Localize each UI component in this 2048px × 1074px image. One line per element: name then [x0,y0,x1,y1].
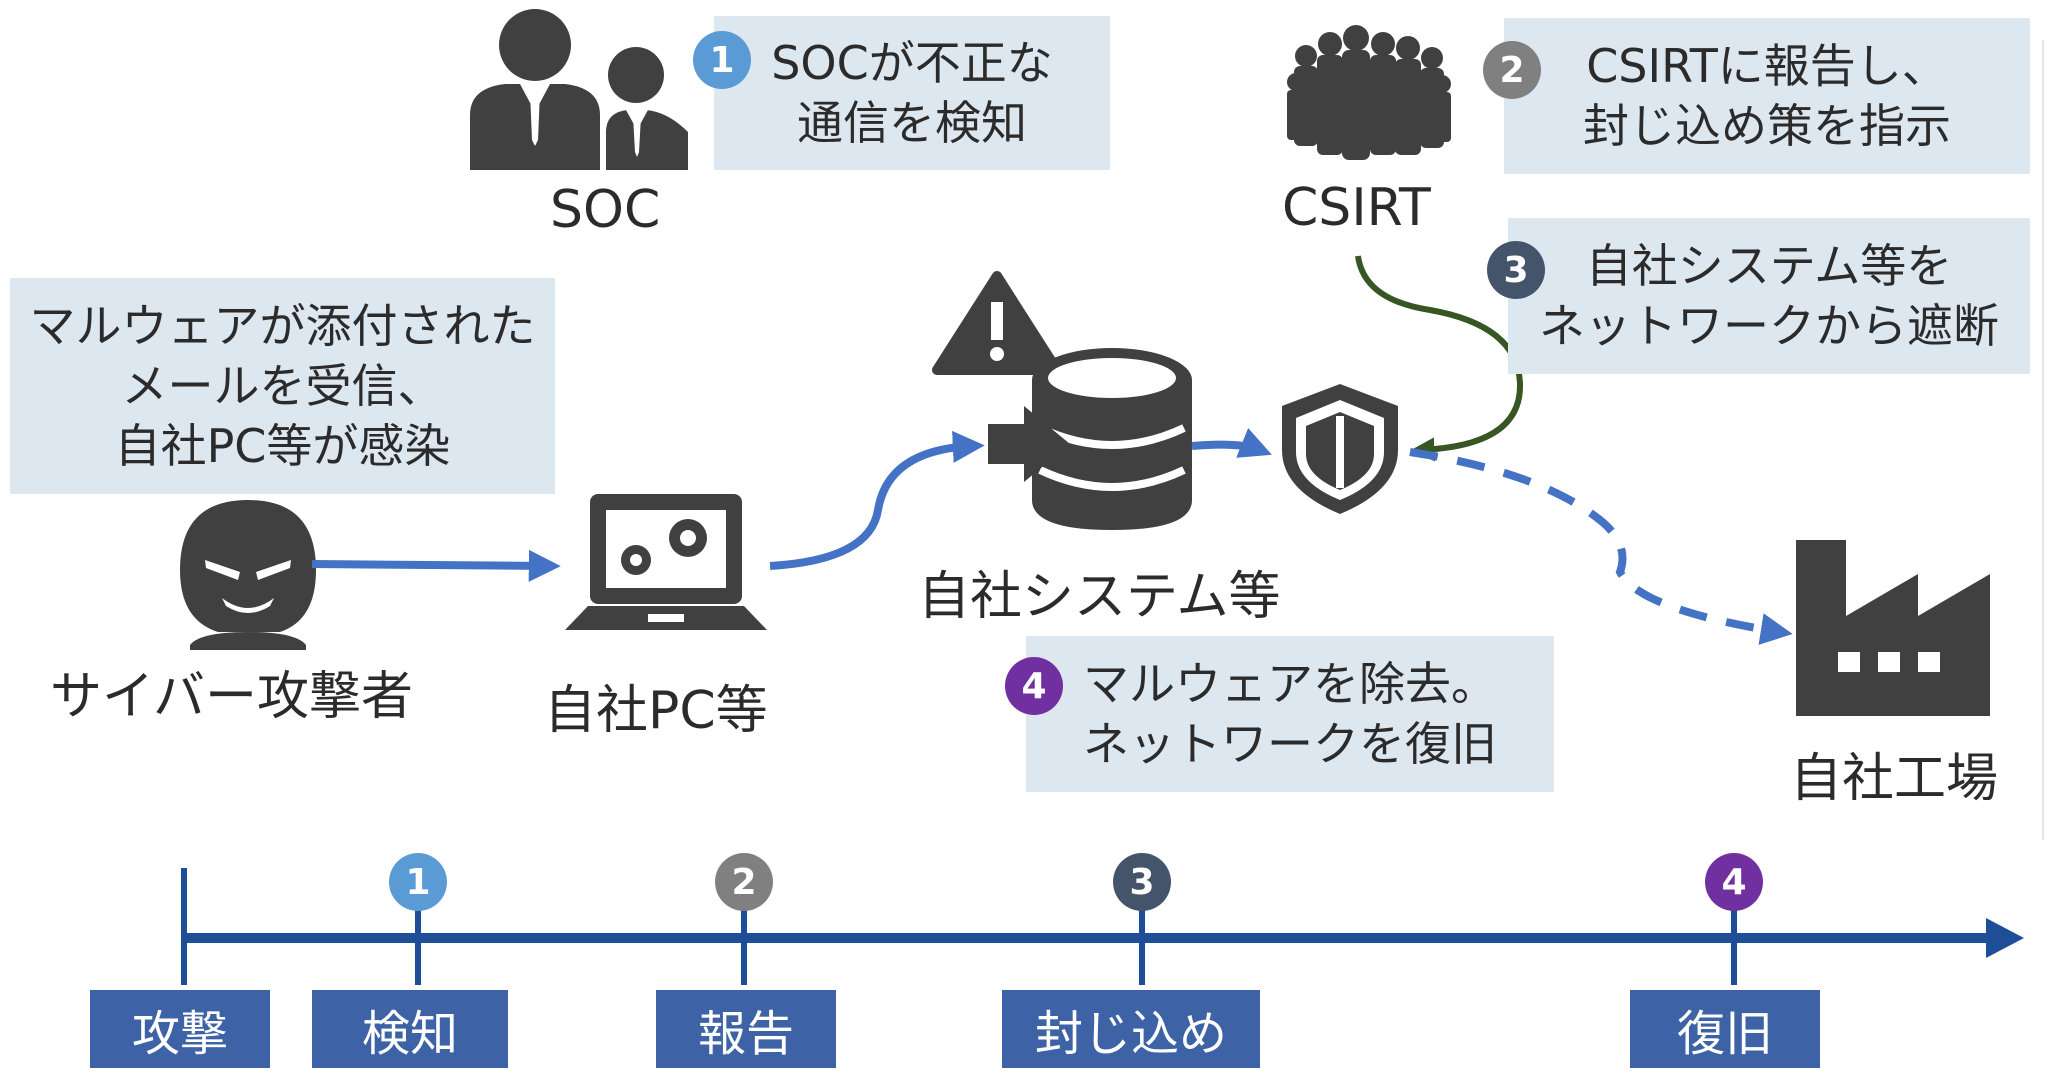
timeline-arrowhead [1986,918,2024,958]
step-1-badge: 1 [692,30,752,90]
pc-to-system-arrow [769,430,985,570]
factory-icon [1796,540,1990,716]
laptop-icon [565,494,767,630]
timeline-badge-1: 1 [388,852,448,912]
pc-label: 自社PC等 [544,681,768,741]
factory-label: 自社工場 [1790,749,1999,809]
timeline-label-recover: 復旧 [1630,990,1820,1068]
csirt-group-icon [1287,25,1451,160]
attack-description-box: マルウェアが添付された メールを受信、 自社PC等が感染 [10,278,555,494]
timeline-badge-4-number: 4 [1721,862,1746,903]
system-to-shield-arrow [1191,428,1272,458]
shield-to-factory-arrow [1409,448,1793,645]
right-edge-divider [2042,40,2044,840]
step-4-box: マルウェアを除去。 ネットワークを復旧 [1026,636,1554,792]
step-2-text: CSIRTに報告し、 封じ込め策を指示 [1583,39,1951,153]
timeline-badge-1-number: 1 [405,862,430,903]
attack-description-text: マルウェアが添付された メールを受信、 自社PC等が感染 [29,299,536,473]
timeline [181,868,2024,985]
timeline-badge-4: 4 [1704,852,1764,912]
step-2-badge-number: 2 [1499,50,1524,91]
step-2-badge: 2 [1482,40,1542,100]
timeline-badge-2: 2 [714,852,774,912]
timeline-badge-3: 3 [1112,852,1172,912]
system-label: 自社システム等 [918,567,1281,627]
timeline-badge-3-number: 3 [1129,862,1154,903]
csirt-label: CSIRT [1282,178,1431,238]
step-2-box: CSIRTに報告し、 封じ込め策を指示 [1504,18,2030,174]
csirt-to-shield-arrow [1355,255,1524,462]
gear-icon [621,519,707,575]
timeline-label-contain: 封じ込め [1002,990,1260,1068]
step-4-badge: 4 [1004,656,1064,716]
attacker-icon [180,500,316,650]
database-icon [1032,348,1192,530]
attacker-label: サイバー攻撃者 [50,667,413,727]
timeline-badge-2-number: 2 [731,862,756,903]
step-4-text: マルウェアを除去。 ネットワークを復旧 [1083,657,1497,771]
inbound-arrow-icon [988,406,1070,482]
warning-icon [932,271,1062,375]
step-3-badge-number: 3 [1503,250,1528,291]
step-1-badge-number: 1 [709,40,734,81]
timeline-label-detect: 検知 [312,990,508,1068]
step-4-badge-number: 4 [1021,666,1046,707]
timeline-label-attack: 攻撃 [90,990,270,1068]
timeline-label-report: 報告 [656,990,836,1068]
step-3-box: 自社システム等を ネットワークから遮断 [1508,218,2030,374]
soc-label: SOC [550,180,661,240]
step-3-text: 自社システム等を ネットワークから遮断 [1539,239,1999,353]
step-1-text: SOCが不正な 通信を検知 [771,36,1053,150]
shield-icon [1282,384,1398,514]
step-1-box: SOCが不正な 通信を検知 [714,16,1110,170]
soc-people-icon [470,9,688,170]
attacker-to-pc-arrow [311,549,561,582]
step-3-badge: 3 [1486,240,1546,300]
